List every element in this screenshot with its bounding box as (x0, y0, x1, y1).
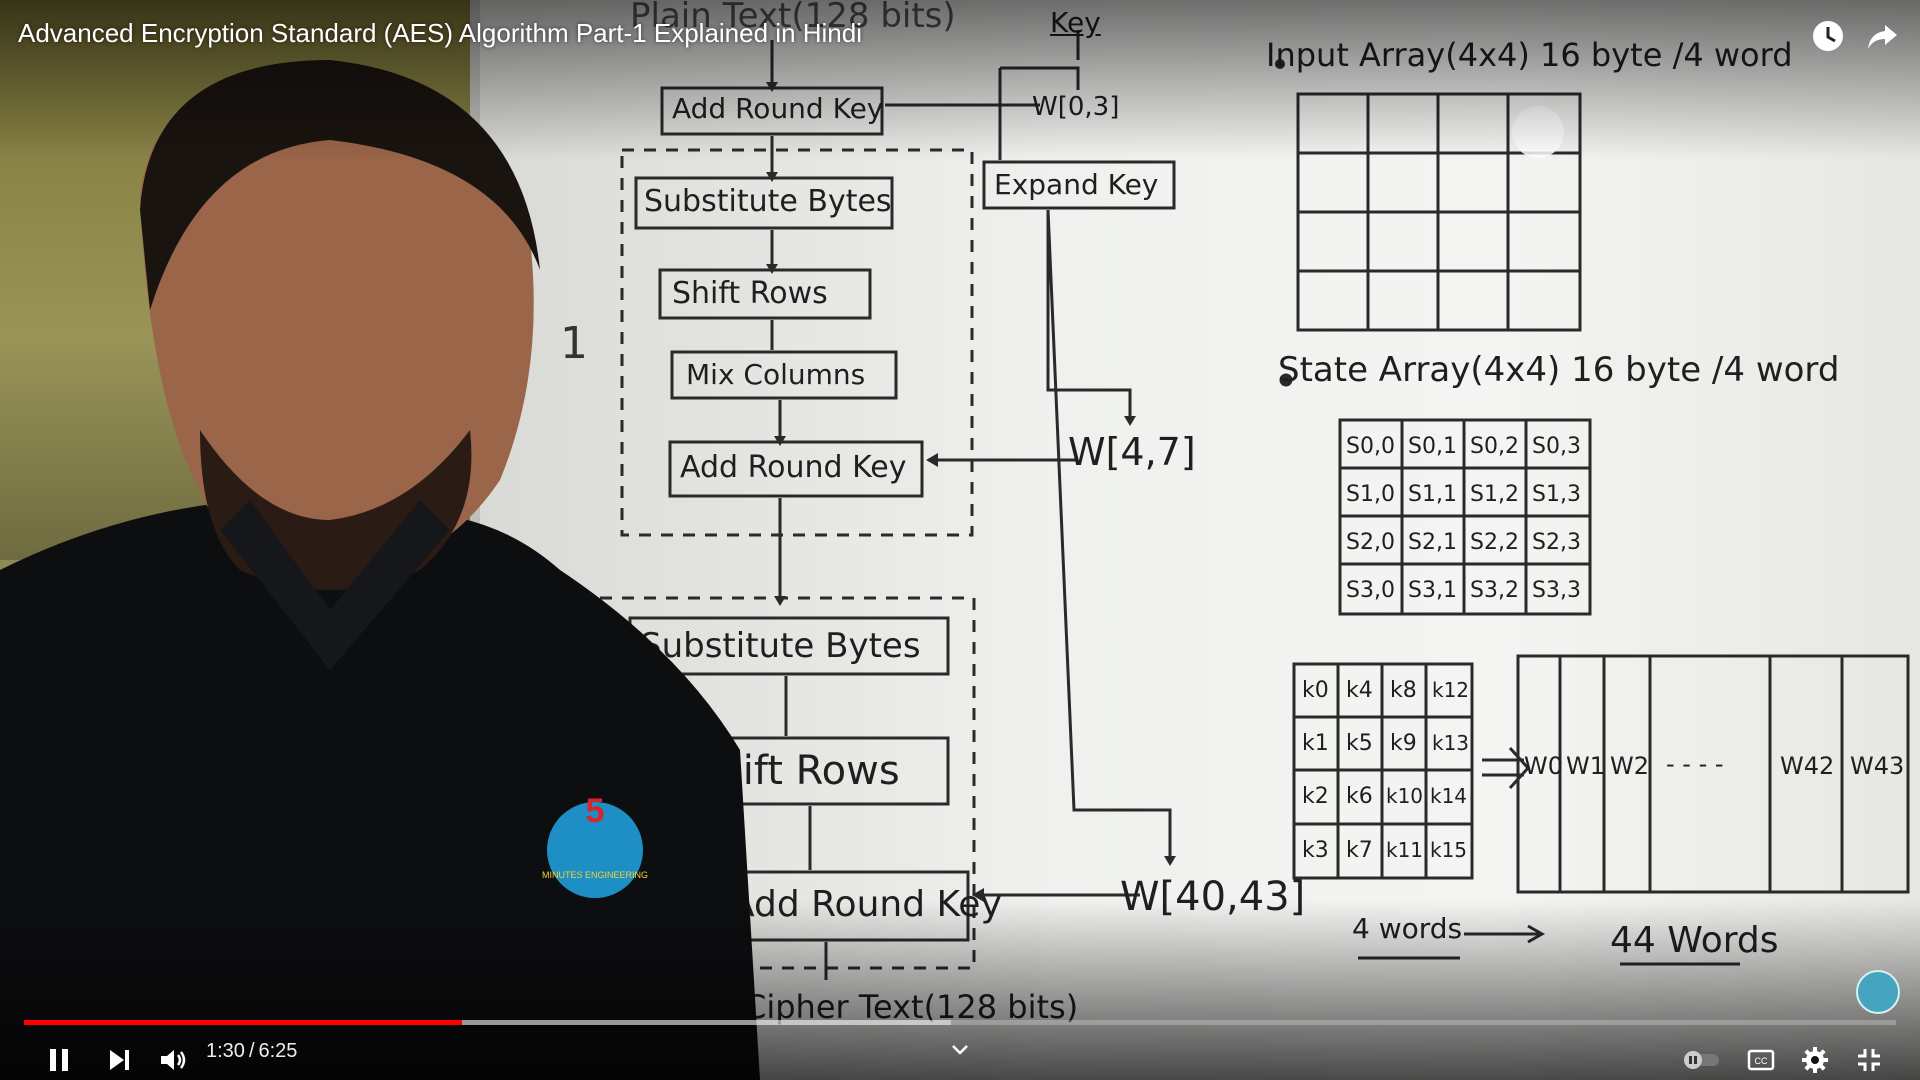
state-cell: S0,0 (1346, 434, 1395, 459)
progress-buffered (24, 1020, 951, 1025)
add-round-key-box-2 (668, 440, 924, 498)
expand-description-button[interactable] (935, 1030, 985, 1070)
w03-label: W[0,3] (1032, 92, 1120, 122)
state-cell: S3,2 (1470, 578, 1519, 603)
key-cell: k7 (1346, 838, 1373, 863)
expand-key-box (982, 160, 1176, 210)
exit-fullscreen-icon (1858, 1049, 1880, 1071)
state-cell: S0,3 (1532, 434, 1581, 459)
key-label: Key (1050, 6, 1101, 39)
state-cell: S2,3 (1532, 530, 1581, 555)
subtitles-button[interactable]: CC (1736, 1035, 1786, 1080)
four-words-label: 4 words (1352, 912, 1463, 945)
round-dashed-box-1 (620, 148, 974, 537)
word-cell: W1 (1566, 752, 1605, 780)
word-ellipsis: - - - - (1666, 750, 1724, 778)
channel-logo-badge (547, 802, 643, 898)
video-title[interactable]: Advanced Encryption Standard (AES) Algor… (18, 18, 862, 48)
key-cell: k12 (1432, 678, 1470, 702)
expand-key-label: Expand Key (994, 168, 1159, 201)
input-array-label: Input Array(4x4) 16 byte /4 word (1266, 36, 1793, 74)
key-cell: k0 (1302, 678, 1329, 703)
word-cell: W2 (1610, 752, 1649, 780)
channel-watermark[interactable] (1856, 970, 1900, 1014)
watch-later-icon (1813, 21, 1843, 51)
state-cell: S1,1 (1408, 482, 1457, 507)
state-cell: S1,2 (1470, 482, 1519, 507)
next-icon (110, 1050, 129, 1070)
substitute-bytes-box-1 (634, 176, 894, 230)
state-array-grid (1338, 418, 1592, 616)
pause-button[interactable] (34, 1035, 84, 1080)
state-cell: S2,0 (1346, 530, 1395, 555)
state-cell: S3,1 (1408, 578, 1457, 603)
key-cell: k4 (1346, 678, 1373, 703)
subtitles-icon: CC (1747, 1049, 1775, 1071)
state-cell: S0,1 (1408, 434, 1457, 459)
key-cell: k8 (1390, 678, 1417, 703)
substitute-bytes-label-2: Substitute Bytes (640, 626, 921, 666)
mix-columns-box (670, 350, 898, 400)
key-cell: k1 (1302, 731, 1329, 756)
progress-bar[interactable] (24, 1020, 1896, 1025)
state-cell: S2,1 (1408, 530, 1457, 555)
add-round-key-label-2: Add Round Key (680, 450, 907, 485)
key-cell: k15 (1430, 838, 1468, 862)
side-digit: 1 (560, 318, 588, 369)
key-cell: k14 (1430, 784, 1468, 808)
presenter: 5 MINUTES ENGINEERING (0, 60, 760, 1080)
key-cell: k3 (1302, 838, 1329, 863)
forty-four-words-label: 44 Words (1610, 920, 1779, 961)
progress-played (24, 1020, 463, 1025)
share-button[interactable] (1862, 16, 1902, 56)
duration: 6:25 (258, 1040, 298, 1062)
chevron-down-icon (952, 1045, 968, 1055)
logo-number: 5 (586, 792, 605, 830)
key-cell: k6 (1346, 784, 1373, 809)
key-cell: k11 (1386, 838, 1424, 862)
settings-icon (1802, 1047, 1828, 1073)
state-cell: S3,0 (1346, 578, 1395, 603)
word-cell: W42 (1780, 752, 1835, 780)
state-cell: S1,0 (1346, 482, 1395, 507)
word-cell: W0 (1524, 752, 1563, 780)
mix-columns-label: Mix Columns (686, 358, 866, 391)
shift-rows-box-1 (658, 268, 872, 320)
watch-later-button[interactable] (1808, 16, 1848, 56)
word-cell: W43 (1850, 752, 1905, 780)
key-cell: k9 (1390, 731, 1417, 756)
w47-label: W[4,7] (1068, 430, 1196, 474)
volume-button[interactable] (148, 1035, 198, 1080)
current-time: 1:30 (206, 1040, 245, 1062)
next-button[interactable] (94, 1035, 144, 1080)
w4043-label: W[40,43] (1120, 874, 1306, 920)
autoplay-toggle[interactable] (1676, 1035, 1726, 1080)
settings-button[interactable] (1790, 1035, 1840, 1080)
state-cell: S2,2 (1470, 530, 1519, 555)
key-cell: k2 (1302, 784, 1329, 809)
share-icon (1868, 25, 1897, 49)
autoplay-toggle-icon (1684, 1051, 1719, 1069)
svg-text:CC: CC (1755, 1056, 1768, 1066)
logo-text: MINUTES ENGINEERING (542, 870, 648, 880)
key-matrix-grid (1292, 662, 1474, 880)
state-cell: S1,3 (1532, 482, 1581, 507)
key-cell: k13 (1432, 731, 1470, 755)
state-cell: S3,3 (1532, 578, 1581, 603)
state-array-label: State Array(4x4) 16 byte /4 word (1278, 350, 1840, 390)
shift-rows-label-1: Shift Rows (672, 276, 828, 311)
pause-icon (50, 1049, 68, 1071)
time-display: 1:30/6:25 (206, 1040, 298, 1062)
key-cell: k10 (1386, 784, 1424, 808)
key-cell: k5 (1346, 731, 1373, 756)
volume-icon (161, 1050, 186, 1070)
add-round-key-label-3: Add Round Key (730, 884, 1002, 925)
substitute-bytes-label-1: Substitute Bytes (644, 184, 892, 219)
state-cell: S0,2 (1470, 434, 1519, 459)
exit-fullscreen-button[interactable] (1844, 1035, 1894, 1080)
